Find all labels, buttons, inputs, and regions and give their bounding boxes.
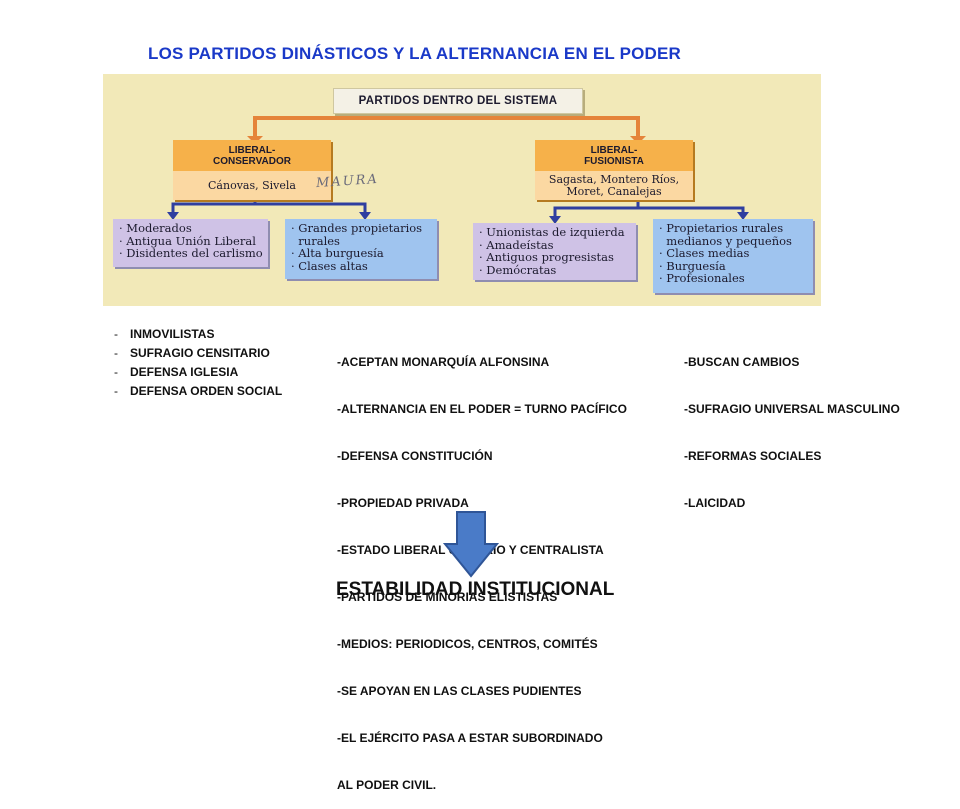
list-item: medianos y pequeños — [659, 233, 792, 248]
party-leaders: Cánovas, Sivela — [173, 171, 331, 200]
list-item: -BUSCAN CAMBIOS — [684, 355, 800, 369]
down-arrow-icon — [443, 511, 499, 578]
party-leaders-line2: Moret, Canalejas — [566, 184, 662, 198]
connector-right-groups — [553, 198, 640, 219]
list-item: -SUFRAGIO UNIVERSAL MASCULINO — [684, 402, 900, 416]
party-name-line1: LIBERAL- — [228, 144, 276, 156]
left-supporters-box: · Grandes propietarios rurales · Alta bu… — [285, 219, 437, 279]
list-item: DEFENSA IGLESIA — [114, 363, 282, 382]
list-item: SUFRAGIO CENSITARIO — [114, 344, 282, 363]
liberal-fusionista-box: LIBERAL- FUSIONISTA Sagasta, Montero Río… — [535, 140, 693, 200]
connector-root-right — [456, 115, 640, 140]
party-leaders: Sagasta, Montero Ríos, Moret, Canalejas — [535, 171, 693, 200]
parties-diagram: PARTIDOS DENTRO DEL SISTEMA LIBERAL- CON… — [103, 74, 821, 306]
list-item: · Moderados — [119, 221, 192, 235]
list-item: · Antigua Unión Liberal — [119, 233, 256, 248]
arrowhead-right-groups — [549, 216, 561, 224]
list-item: DEFENSA ORDEN SOCIAL — [114, 382, 282, 401]
diagram-root-box: PARTIDOS DENTRO DEL SISTEMA — [333, 88, 583, 114]
list-item: -PARTIDOS DE MINORIAS ELISTISTAS — [337, 590, 558, 604]
list-item: -EL EJÉRCITO PASA A ESTAR SUBORDINADO — [337, 731, 603, 745]
list-item: INMOVILISTAS — [114, 325, 282, 344]
list-item: · Unionistas de izquierda — [479, 225, 625, 239]
arrowhead-left-supporters — [359, 212, 371, 220]
list-item: -MEDIOS: PERIODICOS, CENTROS, COMITÉS — [337, 637, 598, 651]
arrowhead-left-groups — [167, 212, 179, 220]
column-conservative-traits: INMOVILISTAS SUFRAGIO CENSITARIO DEFENSA… — [114, 325, 282, 401]
list-item: · Disidentes del carlismo — [119, 246, 263, 260]
list-item: · Clases medias — [659, 246, 750, 260]
connector-right-supporters — [638, 206, 745, 215]
page-title: LOS PARTIDOS DINÁSTICOS Y LA ALTERNANCIA… — [148, 44, 682, 63]
party-leaders-line1: Sagasta, Montero Ríos, — [548, 172, 680, 186]
liberal-conservador-box: LIBERAL- CONSERVADOR Cánovas, Sivela — [173, 140, 331, 200]
list-item: · Amadeístas — [479, 237, 554, 252]
list-item: -ACEPTAN MONARQUÍA ALFONSINA — [337, 355, 550, 369]
connector-left-supporters — [255, 202, 367, 215]
list-item: · Burguesía — [659, 258, 726, 273]
list-item: · Antiguos progresistas — [479, 250, 614, 264]
list-item: · Alta burguesía — [291, 246, 384, 260]
list-item: AL PODER CIVIL. — [337, 778, 437, 792]
arrowhead-right-supporters — [737, 212, 749, 220]
right-supporters-box: · Propietarios rurales medianos y pequeñ… — [653, 219, 813, 293]
connector-root-left — [253, 115, 460, 140]
diagram-connectors — [167, 115, 749, 224]
list-item: · Demócratas — [479, 262, 557, 277]
column-liberal-traits: -BUSCAN CAMBIOS -SUFRAGIO UNIVERSAL MASC… — [684, 325, 900, 527]
connector-left-groups — [171, 198, 257, 215]
list-item: · Grandes propietarios — [291, 221, 423, 235]
list-item: -REFORMAS SOCIALES — [684, 449, 822, 463]
list-item: -LAICIDAD — [684, 496, 746, 510]
left-groups-box: · Moderados · Antigua Unión Liberal · Di… — [113, 219, 268, 267]
list-item: -DEFENSA CONSTITUCIÓN — [337, 449, 493, 463]
list-item: · Propietarios rurales — [659, 221, 784, 235]
list-item: · Profesionales — [659, 271, 745, 285]
list-item: -PROPIEDAD PRIVADA — [337, 496, 469, 510]
result-heading: ESTABILIDAD INSTITUCIONAL — [336, 579, 615, 600]
list-item: -ALTERNANCIA EN EL PODER = TURNO PACÍFIC… — [337, 402, 627, 416]
party-name-line2: FUSIONISTA — [584, 155, 644, 167]
party-name-line1: LIBERAL- — [590, 144, 638, 156]
list-item: -SE APOYAN EN LAS CLASES PUDIENTES — [337, 684, 582, 698]
list-item: rurales — [291, 233, 340, 248]
party-name-line2: CONSERVADOR — [213, 155, 291, 167]
list-item: · Clases altas — [291, 258, 368, 273]
right-groups-box: · Unionistas de izquierda · Amadeístas ·… — [473, 223, 636, 280]
